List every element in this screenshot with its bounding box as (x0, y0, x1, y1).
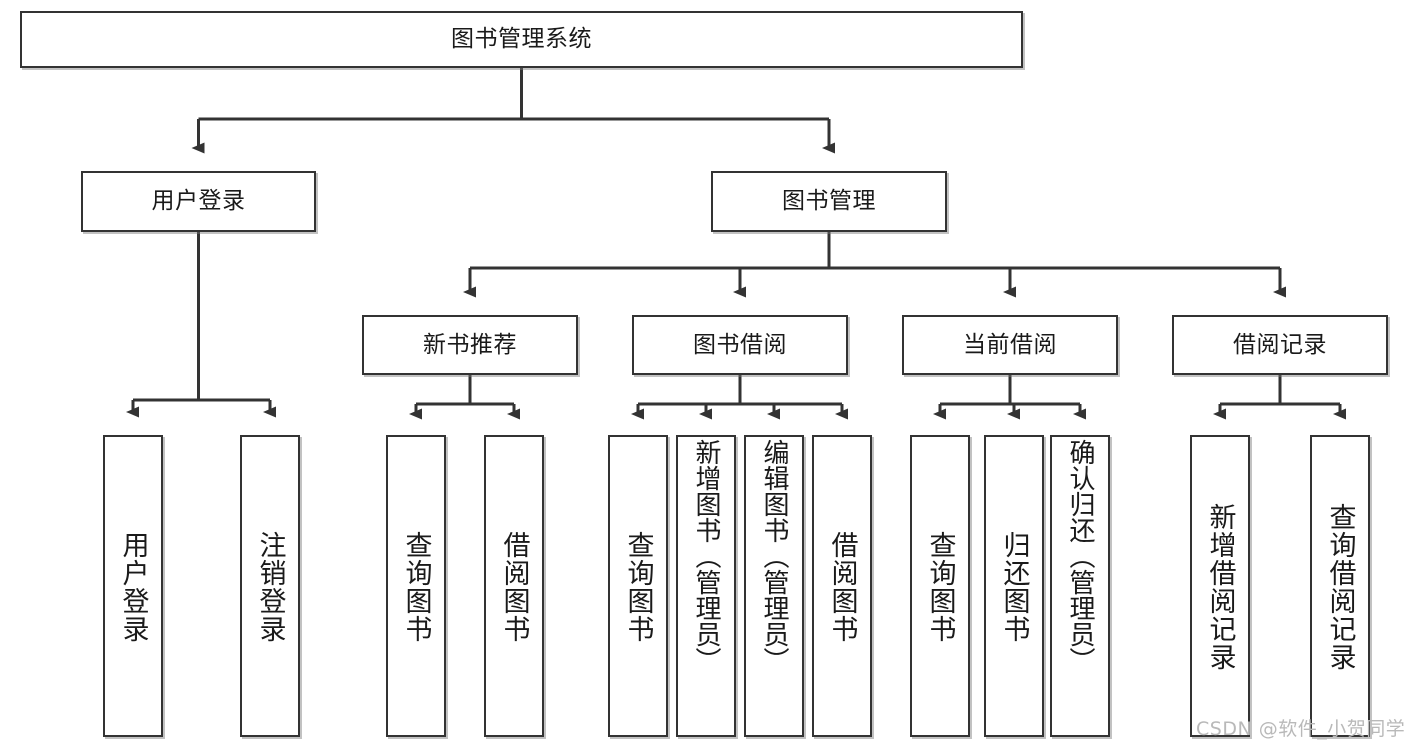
node-level3-new-book-recommend[interactable]: 新书推荐 (362, 315, 578, 375)
node-leaf-3[interactable]: 借阅图书 (484, 435, 544, 737)
node-leaf-9[interactable]: 归还图书 (984, 435, 1044, 737)
node-level2-book-management[interactable]: 图书管理 (711, 171, 947, 232)
node-leaf-1-label: 注销登录 (254, 531, 286, 643)
node-root[interactable]: 图书管理系统 (20, 11, 1023, 68)
node-leaf-4[interactable]: 查询图书 (608, 435, 668, 737)
node-level2-user-login[interactable]: 用户登录 (81, 171, 316, 232)
node-leaf-4-label: 查询图书 (622, 531, 654, 643)
node-leaf-10[interactable]: 确认归还（管理员） (1050, 435, 1110, 737)
node-leaf-6-label: 编辑图书（管理员） (759, 439, 789, 673)
node-leaf-6[interactable]: 编辑图书（管理员） (744, 435, 804, 737)
node-leaf-8-label: 查询图书 (924, 531, 956, 643)
node-level3-book-borrow[interactable]: 图书借阅 (632, 315, 848, 375)
node-leaf-3-label: 借阅图书 (498, 531, 530, 643)
node-leaf-11-label: 新增借阅记录 (1204, 503, 1236, 671)
node-leaf-10-label: 确认归还（管理员） (1065, 439, 1095, 673)
node-leaf-0[interactable]: 用户登录 (103, 435, 163, 737)
node-leaf-0-label: 用户登录 (117, 531, 149, 643)
node-level3-current-borrow[interactable]: 当前借阅 (902, 315, 1118, 375)
node-leaf-5-label: 新增图书（管理员） (691, 439, 721, 673)
node-leaf-12-label: 查询借阅记录 (1324, 503, 1356, 671)
node-level2-user-login-label: 用户登录 (151, 188, 246, 215)
node-leaf-9-label: 归还图书 (998, 531, 1030, 643)
node-root-label: 图书管理系统 (451, 26, 592, 53)
node-level3-current-borrow-label: 当前借阅 (963, 331, 1057, 358)
node-level3-borrow-record[interactable]: 借阅记录 (1172, 315, 1388, 375)
node-leaf-1[interactable]: 注销登录 (240, 435, 300, 737)
node-level2-book-management-label: 图书管理 (782, 188, 876, 215)
node-leaf-8[interactable]: 查询图书 (910, 435, 970, 737)
node-leaf-2[interactable]: 查询图书 (386, 435, 446, 737)
node-leaf-7[interactable]: 借阅图书 (812, 435, 872, 737)
node-leaf-5[interactable]: 新增图书（管理员） (676, 435, 736, 737)
node-level3-new-book-recommend-label: 新书推荐 (423, 331, 517, 358)
node-leaf-11[interactable]: 新增借阅记录 (1190, 435, 1250, 737)
node-level3-borrow-record-label: 借阅记录 (1233, 331, 1327, 358)
node-leaf-7-label: 借阅图书 (826, 531, 858, 643)
csdn-watermark: CSDN @软件_小贺同学 (1196, 718, 1405, 740)
node-level3-book-borrow-label: 图书借阅 (693, 331, 787, 358)
node-leaf-2-label: 查询图书 (400, 531, 432, 643)
node-leaf-12[interactable]: 查询借阅记录 (1310, 435, 1370, 737)
